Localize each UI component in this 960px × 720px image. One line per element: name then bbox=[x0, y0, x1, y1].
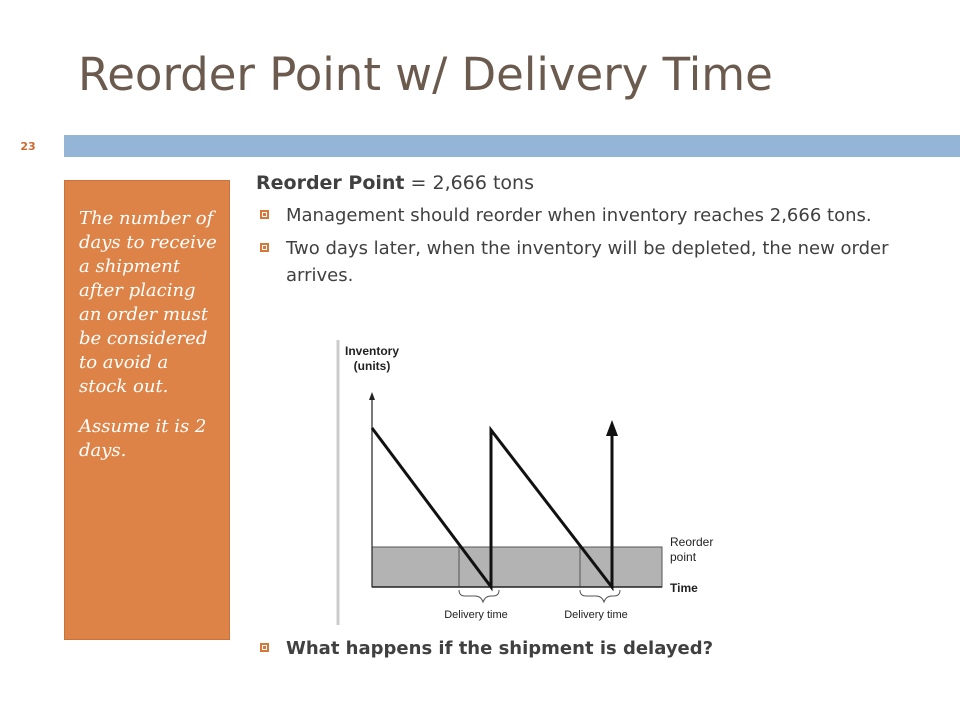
reorder-label-line1: Reorder bbox=[670, 535, 713, 549]
reorder-label-line2: point bbox=[670, 550, 697, 564]
reorder-point-value: = 2,666 tons bbox=[404, 172, 534, 194]
bullet-item: Two days later, when the inventory will … bbox=[256, 235, 946, 289]
y-axis-arrow-icon bbox=[369, 392, 375, 400]
reorder-band bbox=[371, 546, 663, 588]
sidebar-callout: The number of days to receive a shipment… bbox=[64, 180, 230, 640]
header-bar bbox=[64, 135, 960, 157]
bullet-text: Two days later, when the inventory will … bbox=[286, 238, 889, 286]
x-axis-label: Time bbox=[670, 581, 698, 595]
reorder-point-label: Reorder Point bbox=[256, 172, 405, 194]
y-axis-label-line1: Inventory bbox=[345, 344, 399, 358]
sidebar-paragraph-1: The number of days to receive a shipment… bbox=[79, 208, 217, 397]
reorder-point-statement: Reorder Point = 2,666 tons bbox=[256, 172, 946, 194]
question-bullet: What happens if the shipment is delayed? bbox=[256, 635, 946, 662]
bullet-square-icon bbox=[260, 210, 269, 219]
question-text: What happens if the shipment is delayed? bbox=[286, 638, 714, 659]
main-content: Reorder Point = 2,666 tons Management sh… bbox=[256, 172, 946, 295]
header-separator bbox=[56, 135, 64, 157]
inventory-diagram: Inventory (units) Reorder point Time Del… bbox=[336, 340, 756, 630]
slide-number: 23 bbox=[0, 134, 56, 158]
delivery-label-1: Delivery time bbox=[444, 609, 508, 621]
sidebar-paragraph-2: Assume it is 2 days. bbox=[79, 416, 207, 461]
bullet-item: Management should reorder when inventory… bbox=[256, 202, 946, 229]
inventory-arrow-icon bbox=[606, 420, 618, 436]
bullet-square-icon bbox=[260, 243, 269, 252]
delivery-brace-icon bbox=[458, 589, 500, 604]
bullet-square-icon bbox=[260, 643, 269, 652]
delivery-label-2: Delivery time bbox=[564, 609, 628, 621]
inventory-line bbox=[370, 425, 614, 592]
page-title: Reorder Point w/ Delivery Time bbox=[78, 48, 773, 101]
y-axis-label-line2: (units) bbox=[354, 359, 391, 373]
inventory-sawtooth-chart: Inventory (units) Reorder point Time Del… bbox=[336, 340, 713, 625]
bullet-text: Management should reorder when inventory… bbox=[286, 205, 872, 226]
delivery-brace-icon bbox=[579, 589, 621, 604]
question-section: What happens if the shipment is delayed? bbox=[256, 635, 946, 668]
